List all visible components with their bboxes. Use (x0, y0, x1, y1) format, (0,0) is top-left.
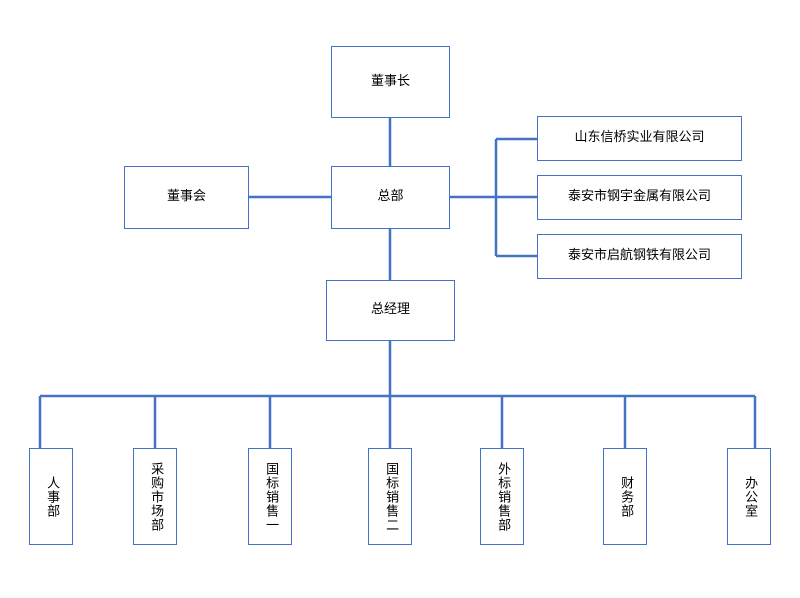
node-department-procurement-market-label: 采购市场部 (148, 461, 164, 532)
node-department-procurement-market[interactable]: 采购市场部 (133, 448, 177, 545)
node-department-hr[interactable]: 人事部 (29, 448, 73, 545)
node-chairman-label: 董事长 (370, 73, 410, 89)
node-department-office-label: 办公室 (742, 475, 758, 518)
node-general-manager-label: 总经理 (370, 302, 410, 318)
node-department-finance[interactable]: 财务部 (603, 448, 647, 545)
node-department-export-sales-label: 外标销售部 (495, 461, 511, 532)
node-department-gb-sales-2[interactable]: 国标销售二 (368, 448, 412, 545)
node-subsidiary-2-label: 泰安市钢宇金属有限公司 (567, 189, 711, 205)
node-department-gb-sales-1[interactable]: 国标销售一 (248, 448, 292, 545)
node-subsidiary-2[interactable]: 泰安市钢宇金属有限公司 (537, 175, 742, 220)
node-department-finance-label: 财务部 (618, 475, 634, 518)
node-department-export-sales[interactable]: 外标销售部 (480, 448, 524, 545)
node-headquarters[interactable]: 总部 (331, 166, 450, 229)
node-subsidiary-3-label: 泰安市启航钢铁有限公司 (567, 248, 711, 264)
node-department-gb-sales-2-label: 国标销售二 (383, 461, 399, 532)
node-subsidiary-3[interactable]: 泰安市启航钢铁有限公司 (537, 234, 742, 279)
node-chairman[interactable]: 董事长 (331, 46, 450, 118)
node-department-gb-sales-1-label: 国标销售一 (263, 461, 279, 532)
node-board-label: 董事会 (166, 189, 206, 205)
node-department-hr-label: 人事部 (44, 475, 60, 518)
node-department-office[interactable]: 办公室 (727, 448, 771, 545)
node-headquarters-label: 总部 (377, 189, 404, 205)
node-board[interactable]: 董事会 (124, 166, 249, 229)
node-subsidiary-1-label: 山东信桥实业有限公司 (574, 130, 705, 146)
node-general-manager[interactable]: 总经理 (326, 280, 455, 341)
node-subsidiary-1[interactable]: 山东信桥实业有限公司 (537, 116, 742, 161)
